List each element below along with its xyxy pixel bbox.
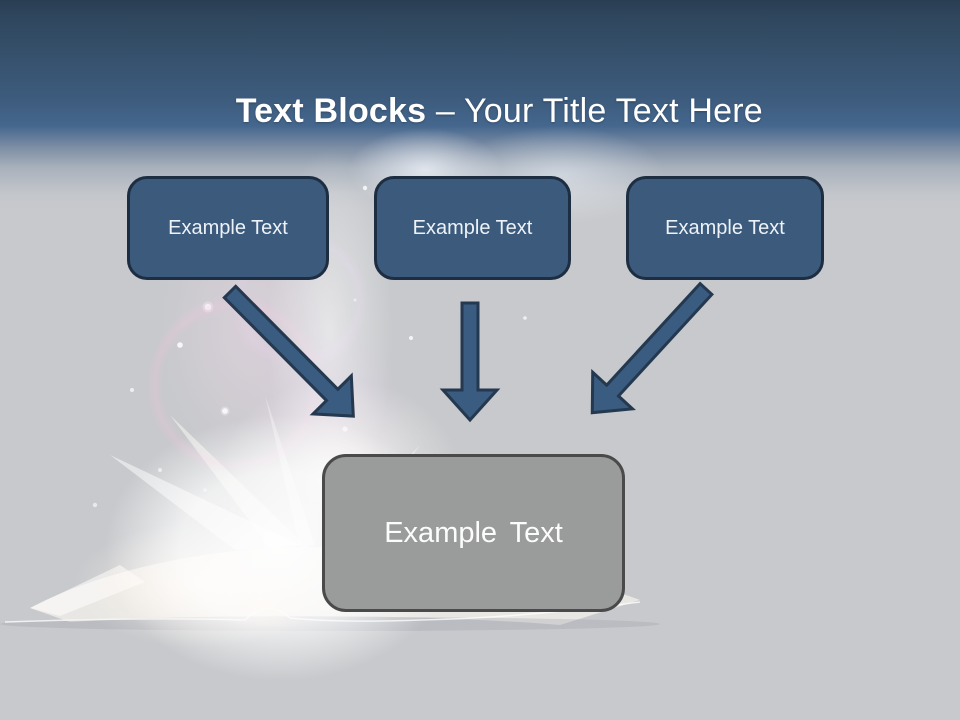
- text-block-3[interactable]: Example Text: [626, 176, 824, 280]
- title-regular-text: – Your Title Text Here: [426, 92, 763, 130]
- target-text-block-label: Example Text: [384, 516, 563, 549]
- slide-title[interactable]: Text Blocks – Your Title Text Here: [0, 51, 960, 171]
- text-block-1[interactable]: Example Text: [127, 176, 329, 280]
- arrow-down-left-icon[interactable]: [572, 271, 725, 431]
- title-bold-text: Text Blocks: [235, 92, 427, 130]
- text-block-3-label: Example Text: [665, 216, 785, 239]
- text-block-1-label: Example Text: [168, 216, 288, 239]
- text-block-2[interactable]: Example Text: [374, 176, 571, 280]
- target-text-block[interactable]: Example Text: [322, 454, 625, 612]
- text-block-2-label: Example Text: [412, 216, 533, 239]
- arrow-down-right-icon[interactable]: [211, 273, 373, 435]
- arrow-down-icon[interactable]: [439, 301, 501, 423]
